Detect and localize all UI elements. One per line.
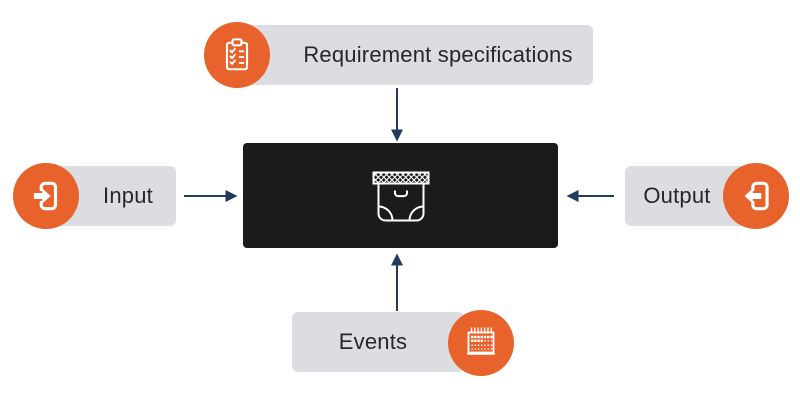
events-label: Events bbox=[338, 329, 408, 354]
clipboard-checklist-icon bbox=[225, 38, 249, 71]
requirements-label: Requirement specifications bbox=[303, 42, 573, 67]
output-icon-circle bbox=[723, 163, 789, 229]
input-icon-circle bbox=[13, 163, 79, 229]
arrow-requirements-to-box bbox=[391, 88, 403, 142]
sign-out-icon bbox=[744, 181, 769, 211]
arrow-events-to-box bbox=[391, 253, 403, 311]
requirements-icon-circle bbox=[204, 22, 270, 88]
events-icon-circle bbox=[448, 310, 514, 376]
sign-in-icon bbox=[33, 181, 58, 211]
node-requirement-specifications: Requirement specifications bbox=[219, 25, 593, 85]
arrow-output-to-box bbox=[566, 190, 614, 202]
input-label: Input bbox=[103, 183, 153, 208]
black-box bbox=[243, 143, 558, 248]
node-events: Events bbox=[292, 312, 464, 372]
calendar-icon bbox=[467, 327, 495, 355]
arrow-input-to-box bbox=[184, 190, 238, 202]
archive-box-icon bbox=[372, 171, 429, 221]
output-label: Output bbox=[643, 183, 711, 208]
